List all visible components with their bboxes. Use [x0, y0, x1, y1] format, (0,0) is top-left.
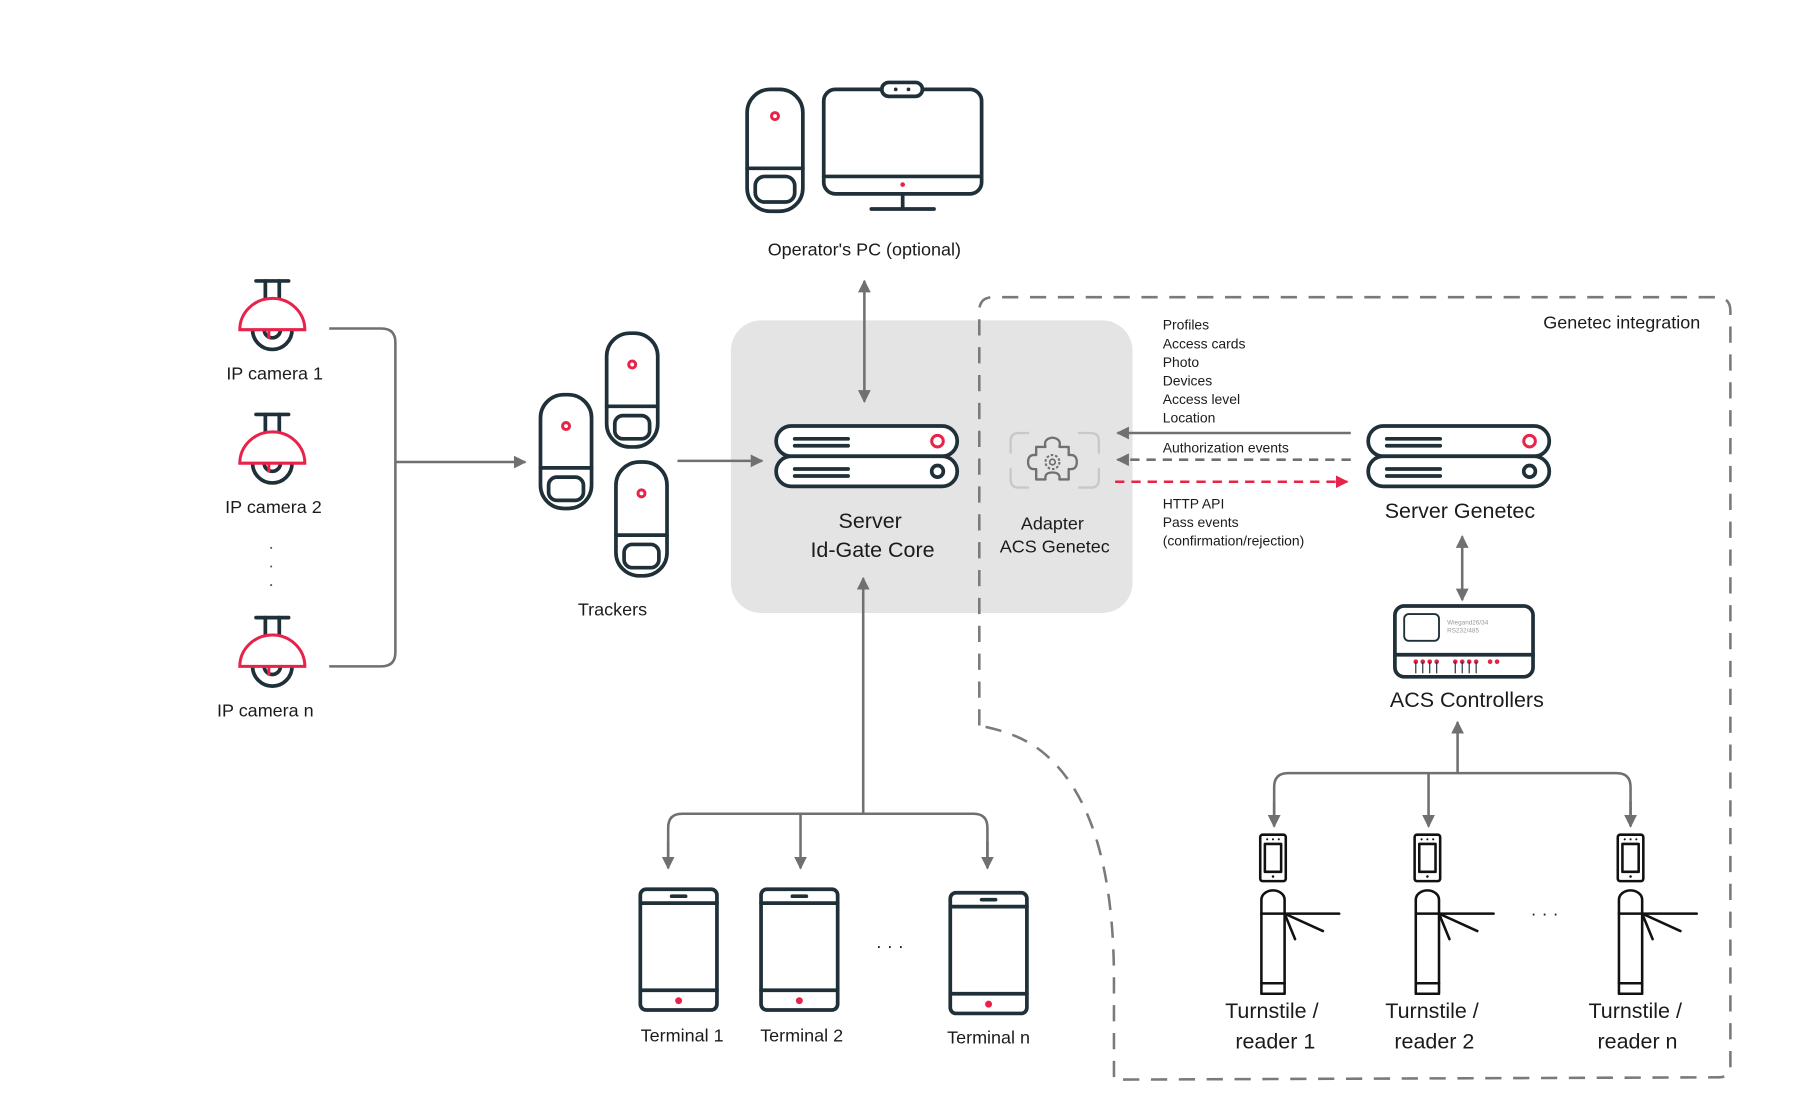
- svg-text:Pass events: Pass events: [1163, 514, 1239, 530]
- svg-text:(confirmation/rejection): (confirmation/rejection): [1163, 533, 1305, 549]
- ip-camera-icon: [237, 615, 307, 688]
- camera-node-1[interactable]: IP camera 1: [226, 279, 323, 384]
- ip-camera-icon: [237, 412, 307, 485]
- genetec-integration-boundary: [978, 295, 1732, 1081]
- svg-text:Wiegand26/34: Wiegand26/34: [1447, 620, 1489, 627]
- authorization-events-label: Authorization events: [1163, 440, 1289, 456]
- desktop-pc-icon: [745, 80, 984, 214]
- camera-label: IP camera 1: [226, 364, 323, 384]
- turnstile-label-line1: Turnstile /: [1225, 999, 1318, 1023]
- server-icon: [1366, 424, 1552, 489]
- terminal-ellipsis: · · ·: [876, 936, 904, 956]
- camera-label: IP camera n: [217, 700, 314, 720]
- ip-camera-icon: [237, 279, 307, 352]
- sync-data-item: Photo: [1163, 354, 1200, 370]
- camera-node-2[interactable]: IP camera 2: [225, 412, 322, 517]
- turnstile-label-line2: reader 2: [1394, 1029, 1474, 1053]
- adapter-label-line2: ACS Genetec: [1000, 537, 1110, 557]
- turnstile-label-line2: reader 1: [1235, 1029, 1315, 1053]
- terminal-label: Terminal 2: [760, 1025, 843, 1045]
- trackers-label: Trackers: [578, 599, 647, 619]
- camera-ellipsis: [270, 546, 273, 587]
- adapter-node[interactable]: Adapter ACS Genetec: [1000, 431, 1110, 557]
- tracker-icon: [538, 392, 594, 511]
- core-server-label-line2: Id-Gate Core: [810, 538, 934, 562]
- trackers-node[interactable]: Trackers: [538, 331, 669, 619]
- svg-text:HTTP API: HTTP API: [1163, 495, 1225, 511]
- terminal-tablet-icon: [759, 887, 840, 1012]
- terminal-tablet-icon: [948, 890, 1029, 1016]
- genetec-server-node[interactable]: Server Genetec: [1366, 424, 1552, 523]
- terminal-node-n[interactable]: Terminal n: [947, 890, 1030, 1048]
- terminal-node-1[interactable]: Terminal 1: [638, 887, 724, 1045]
- camera-label: IP camera 2: [225, 497, 322, 517]
- server-icon: [774, 424, 960, 489]
- terminal-branch-connector: [666, 812, 989, 860]
- genetec-integration-label: Genetec integration: [1543, 313, 1700, 333]
- turnstile-label-line2: reader n: [1598, 1029, 1678, 1053]
- terminal-node-2[interactable]: Terminal 2: [759, 887, 843, 1045]
- turnstile-ellipsis: · · ·: [1531, 903, 1559, 923]
- acs-controllers-node[interactable]: Wiegand26/34 RS232/485 ACS Controllers: [1390, 604, 1544, 712]
- sync-data-item: Devices: [1163, 372, 1213, 388]
- camera-node-n[interactable]: IP camera n: [217, 615, 314, 721]
- turnstile-node-2[interactable]: Turnstile / reader 2: [1385, 833, 1495, 1054]
- turnstile-label-line1: Turnstile /: [1588, 999, 1681, 1023]
- tracker-icon: [614, 460, 669, 578]
- tracker-icon: [604, 331, 660, 449]
- svg-text:RS232/485: RS232/485: [1447, 628, 1479, 635]
- puzzle-gear-icon: [1009, 431, 1101, 489]
- cameras-to-trackers-connector: [329, 327, 397, 668]
- sync-data-list: Profiles Access cards Photo Devices Acce…: [1163, 317, 1246, 426]
- turnstile-label-line1: Turnstile /: [1385, 999, 1478, 1023]
- turnstile-reader-icon: [1616, 833, 1698, 995]
- sync-data-item: Access level: [1163, 391, 1240, 407]
- controller-board-icon: Wiegand26/34 RS232/485: [1393, 604, 1535, 679]
- genetec-server-label: Server Genetec: [1385, 499, 1536, 523]
- turnstile-reader-icon: [1413, 833, 1495, 995]
- terminal-label: Terminal 1: [641, 1025, 724, 1045]
- turnstile-reader-icon: [1258, 833, 1341, 995]
- operator-pc-label: Operator's PC (optional): [768, 239, 961, 259]
- terminal-tablet-icon: [638, 887, 719, 1012]
- operator-pc-node[interactable]: Operator's PC (optional): [745, 80, 984, 259]
- turnstile-branch-connector: [1272, 771, 1632, 825]
- acs-controllers-label: ACS Controllers: [1390, 688, 1544, 712]
- turnstile-node-n[interactable]: Turnstile / reader n: [1588, 833, 1698, 1054]
- http-api-labels: HTTP API Pass events (confirmation/rejec…: [1163, 495, 1305, 548]
- sync-data-item: Access cards: [1163, 335, 1246, 351]
- core-server-node[interactable]: Server Id-Gate Core: [774, 424, 960, 562]
- core-server-label-line1: Server: [839, 509, 902, 533]
- sync-data-item: Profiles: [1163, 317, 1209, 333]
- sync-data-item: Location: [1163, 410, 1216, 426]
- terminal-label: Terminal n: [947, 1028, 1030, 1048]
- adapter-label-line1: Adapter: [1021, 513, 1084, 533]
- turnstile-node-1[interactable]: Turnstile / reader 1: [1225, 833, 1341, 1054]
